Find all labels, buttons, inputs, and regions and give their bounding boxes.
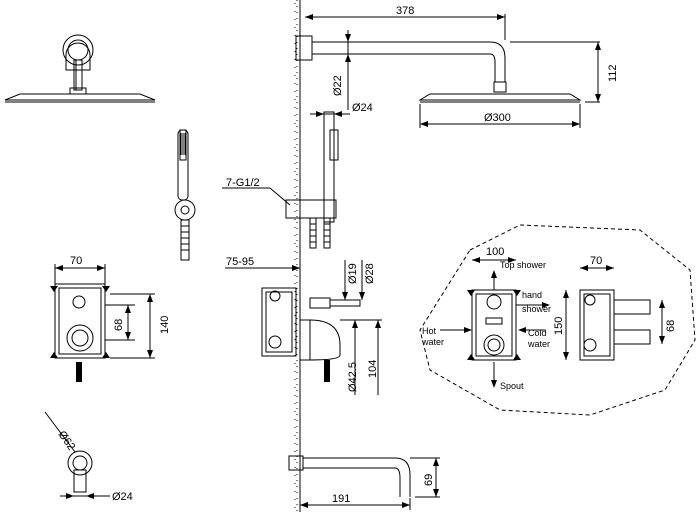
dim-cover-42: Ø42.5 bbox=[347, 362, 359, 392]
dimension-lines bbox=[44, 14, 601, 510]
dim-arm-height: 112 bbox=[607, 64, 619, 82]
dim-cartridge-19: Ø19 bbox=[347, 263, 359, 284]
valve-front-view bbox=[50, 283, 110, 382]
spout-front-view bbox=[67, 450, 93, 493]
connection-inset bbox=[419, 224, 696, 416]
dim-spout-length: 191 bbox=[332, 493, 350, 505]
label-hot-water-1: Hot bbox=[422, 326, 437, 336]
dim-head-diameter: Ø300 bbox=[484, 112, 511, 124]
hand-shower bbox=[174, 129, 196, 261]
dim-holder-diameter: Ø24 bbox=[352, 102, 373, 114]
slide-bar-assembly bbox=[285, 111, 339, 249]
dim-wall-depth: 75-95 bbox=[226, 256, 254, 268]
dim-inset-side-width: 70 bbox=[590, 255, 602, 267]
dim-arm-diameter: Ø22 bbox=[332, 75, 344, 96]
dim-arm-length: 378 bbox=[396, 5, 414, 17]
wall bbox=[294, 0, 301, 512]
dim-spout-pipe: Ø24 bbox=[112, 491, 133, 503]
dim-outlet-thread: 7-G1/2 bbox=[226, 177, 260, 189]
dim-inset-height: 150 bbox=[553, 317, 565, 335]
dim-inset-inner-height: 68 bbox=[665, 320, 677, 332]
label-hand-shower-1: hand bbox=[522, 290, 542, 300]
dim-inset-front-width: 100 bbox=[486, 246, 504, 258]
label-cold-water-2: water bbox=[527, 339, 550, 349]
shower-head-front-view bbox=[4, 34, 156, 103]
dim-spout-height: 69 bbox=[423, 474, 435, 486]
label-cold-water-1: Cold bbox=[528, 328, 547, 338]
inset-labels: Top shower hand shower Hot water Cold wa… bbox=[421, 260, 551, 391]
label-top-shower: Top shower bbox=[500, 260, 546, 270]
dim-cartridge-28: Ø28 bbox=[364, 263, 376, 284]
label-hot-water-2: water bbox=[421, 337, 444, 347]
dim-valve-inner-height: 68 bbox=[113, 319, 125, 331]
dim-cover-depth: 104 bbox=[367, 360, 379, 378]
label-spout: Spout bbox=[500, 381, 524, 391]
spout-side-view bbox=[288, 455, 411, 497]
valve-side-view bbox=[261, 287, 361, 382]
dim-valve-width: 70 bbox=[70, 255, 82, 267]
shower-arm-side-view bbox=[295, 35, 582, 103]
dim-spout-flange: Ø62 bbox=[56, 429, 78, 453]
dimension-labels: 378 112 Ø22 Ø24 Ø300 7-G1/2 75-95 70 140… bbox=[56, 5, 677, 505]
dim-valve-height: 140 bbox=[159, 316, 171, 334]
label-hand-shower-2: shower bbox=[522, 304, 551, 314]
